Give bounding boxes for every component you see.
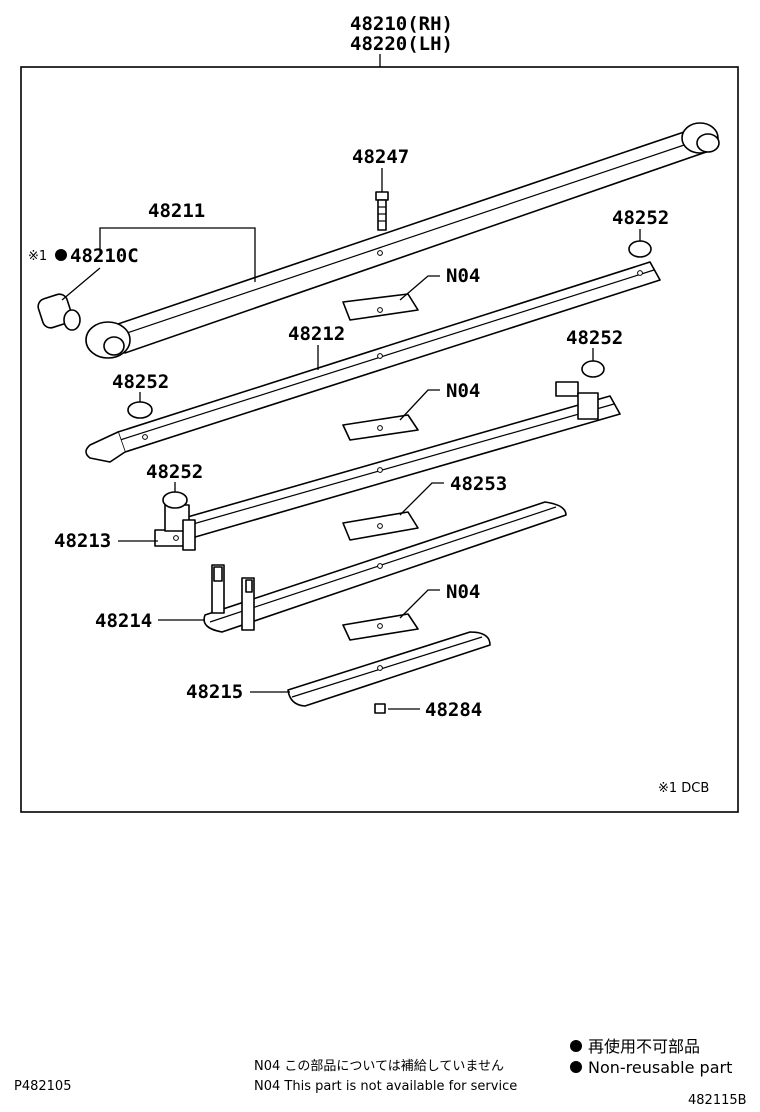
- assembly-rh-label: 48210(RH): [350, 13, 453, 35]
- label-48215: 48215: [186, 681, 243, 703]
- label-48211: 48211: [148, 200, 205, 222]
- label-48252-3: 48252: [566, 327, 623, 349]
- pad-n04-1: [342, 293, 419, 321]
- label-n04-1: N04: [446, 265, 480, 287]
- label-n04-3: N04: [446, 581, 480, 603]
- nut-48284: [374, 703, 386, 714]
- bushing-48210c: [37, 293, 81, 331]
- label-n04-2: N04: [446, 380, 480, 402]
- silencer-48252-4: [162, 491, 188, 509]
- assembly-lh-label: 48220(LH): [350, 33, 453, 55]
- main-leaf-48211: [85, 122, 720, 359]
- legend-dot-icon-en: [570, 1061, 582, 1073]
- label-48214: 48214: [95, 610, 152, 632]
- legend-dot-icon-jp: [570, 1040, 582, 1052]
- silencer-48252-1: [628, 240, 652, 258]
- footnote-dcb: ※1 DCB: [658, 781, 709, 796]
- page-code-left: P482105: [14, 1079, 71, 1094]
- silencer-48252-2: [127, 401, 153, 419]
- note-n04-en: N04 This part is not available for servi…: [254, 1079, 517, 1094]
- non-reusable-dot-icon: [55, 249, 67, 261]
- page-code-right: 482115B: [688, 1093, 747, 1108]
- leaf-48214: [203, 501, 567, 633]
- leaf-48213: [154, 381, 621, 551]
- label-48213: 48213: [54, 530, 111, 552]
- label-48212: 48212: [288, 323, 345, 345]
- leaf-48212: [85, 261, 661, 463]
- label-48253: 48253: [450, 473, 507, 495]
- label-48252-4: 48252: [146, 461, 203, 483]
- label-48247: 48247: [352, 146, 409, 168]
- label-48284: 48284: [425, 699, 482, 721]
- legend-jp: 再使用不可部品: [588, 1037, 700, 1056]
- label-48210c-mark: ※1: [28, 249, 47, 264]
- label-48252-1: 48252: [612, 207, 669, 229]
- assembly-frame: [20, 66, 739, 813]
- leaf-48215: [287, 631, 491, 707]
- legend-en: Non-reusable part: [588, 1058, 732, 1077]
- silencer-48252-3: [581, 360, 605, 378]
- center-bolt-48247: [375, 191, 389, 231]
- label-48210c: 48210C: [70, 245, 139, 267]
- note-n04-jp: N04 この部品については補給していません: [254, 1059, 504, 1074]
- label-48252-2: 48252: [112, 371, 169, 393]
